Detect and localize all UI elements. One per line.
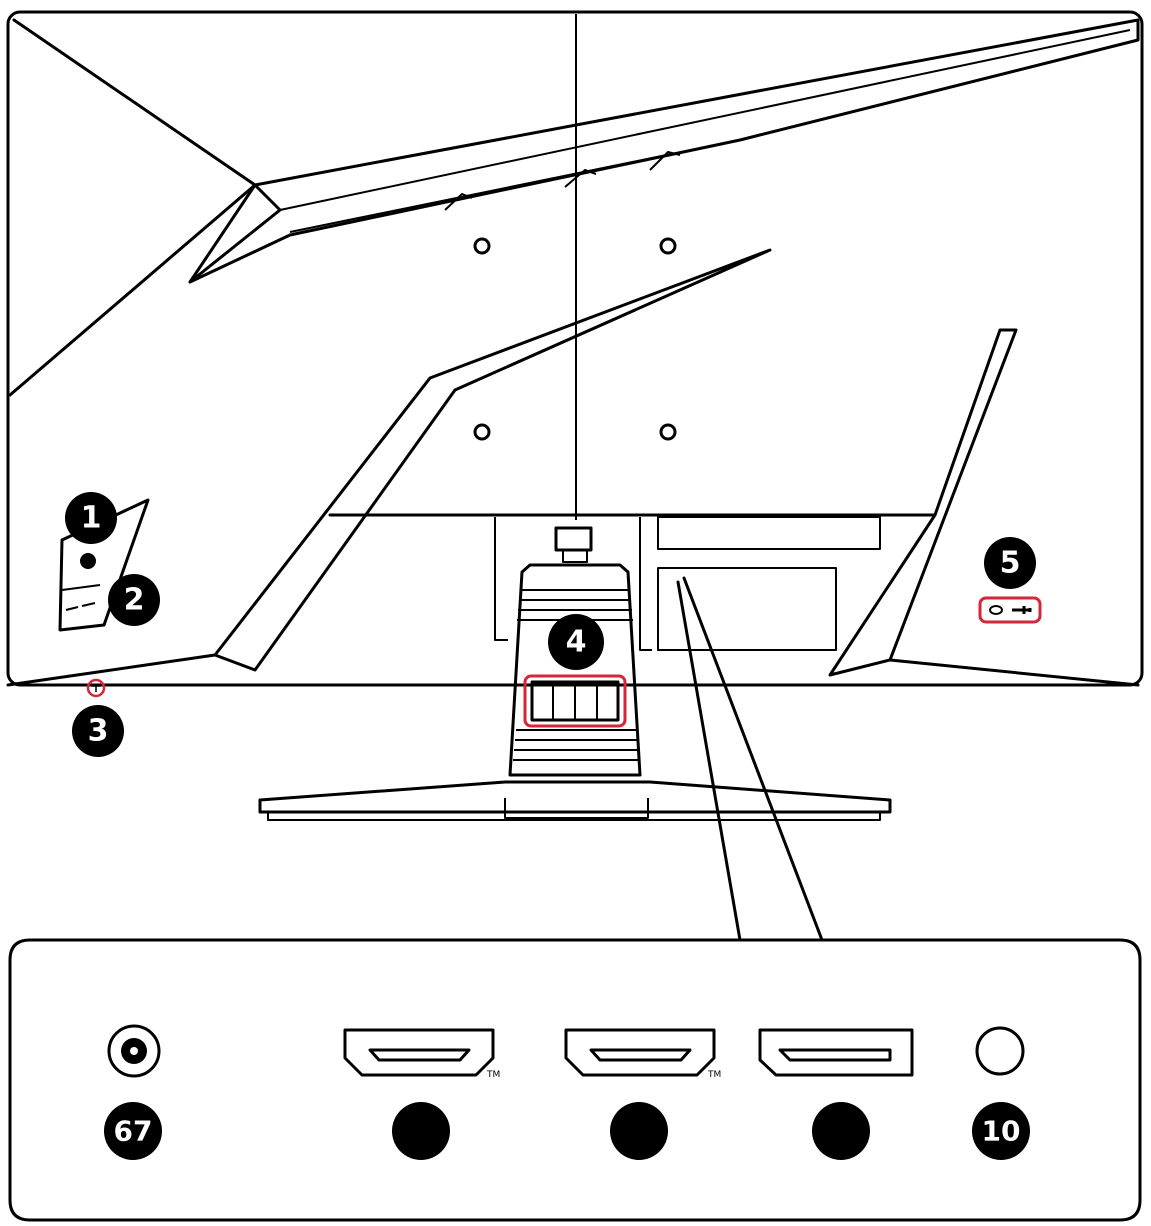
bottom-button-highlight (86, 678, 106, 698)
side-controls (58, 498, 150, 632)
callout-badge-1: 1 (65, 492, 117, 544)
svg-text:2: 2 (124, 583, 145, 618)
callout-badge-5: 5 (984, 537, 1036, 589)
stand-ribs (513, 589, 639, 761)
audio-jack-icon (975, 1026, 1025, 1076)
callout-badges: 1 2 3 4 5 67 (65, 492, 1036, 1160)
svg-text:4: 4 (566, 625, 587, 660)
callout-badge-8 (392, 1102, 450, 1160)
vesa-hole (473, 237, 491, 255)
callout-badge-10 (812, 1102, 870, 1160)
hdmi-port-icon (343, 1028, 495, 1077)
io-inset-panel: TM TM (8, 938, 1142, 1222)
svg-text:1: 1 (81, 501, 102, 536)
power-button (80, 553, 96, 569)
vesa-hole (659, 237, 677, 255)
vesa-hole (659, 423, 677, 441)
power-jack-icon (107, 1024, 161, 1078)
io-leader-line (676, 580, 742, 942)
callout-badge-2: 2 (108, 574, 160, 626)
monitor-back-panel (6, 10, 1144, 687)
svg-text:10: 10 (982, 1115, 1021, 1148)
lock-slot-icon (989, 605, 1003, 615)
hdmi-tm-1: TM (486, 1070, 500, 1080)
vesa-hole (473, 423, 491, 441)
monitor-stand (258, 563, 892, 821)
svg-text:5: 5 (1000, 546, 1021, 581)
callout-badge-4: 4 (548, 614, 604, 670)
vesa-mount-holes (473, 237, 677, 441)
callout-badge-3: 3 (72, 705, 124, 757)
callout-badge-11: 10 (972, 1102, 1030, 1160)
security-lock-highlight (978, 596, 1042, 624)
svg-text:67: 67 (114, 1115, 153, 1148)
displayport-icon (758, 1028, 914, 1077)
key-icon (1012, 606, 1032, 614)
svg-text:3: 3 (88, 714, 109, 749)
cable-clip-highlight (523, 674, 627, 728)
hdmi-port-icon (564, 1028, 716, 1077)
callout-badge-9 (610, 1102, 668, 1160)
hdmi-tm-2: TM (707, 1070, 721, 1080)
callout-badge-67: 67 (104, 1102, 162, 1160)
